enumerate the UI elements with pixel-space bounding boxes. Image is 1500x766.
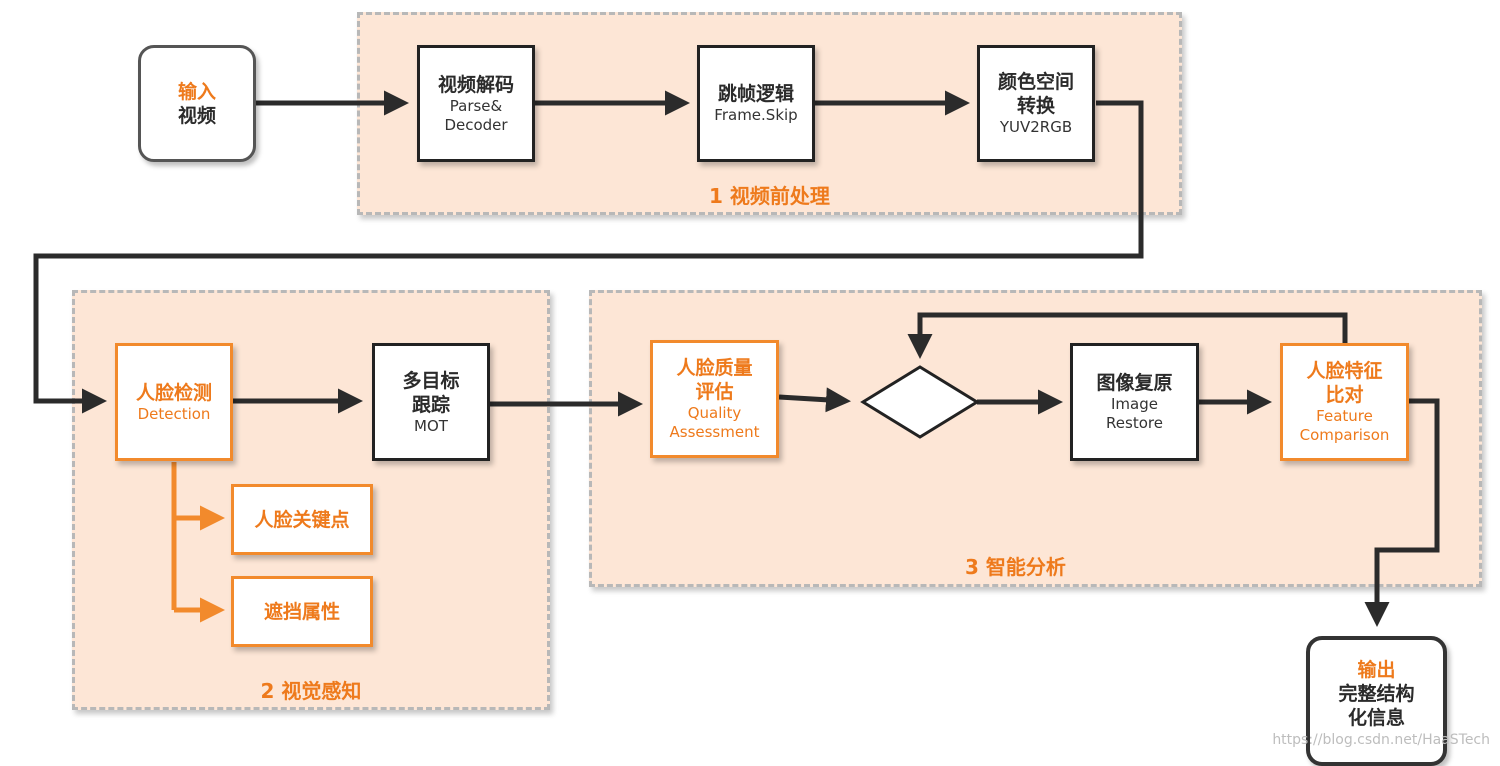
feature-label-cn2: 比对 bbox=[1325, 384, 1364, 406]
mot-label-cn2: 跟踪 bbox=[411, 393, 450, 416]
mot-label-cn1: 多目标 bbox=[402, 369, 460, 392]
color-label-cn1: 颜色空间 bbox=[997, 71, 1074, 93]
group-label-analysis: 3 智能分析 bbox=[965, 555, 1066, 579]
node-decision[interactable] bbox=[860, 364, 980, 440]
arrow-color-to-detection bbox=[33, 100, 1144, 414]
color-label-en: YUV2RGB bbox=[999, 118, 1073, 136]
node-mot-tracking[interactable]: 多目标 跟踪 MOT bbox=[372, 343, 490, 461]
node-output-info[interactable]: 输出 完整结构 化信息 bbox=[1306, 636, 1447, 766]
feature-label-cn1: 人脸特征 bbox=[1306, 360, 1383, 382]
decode-label-en2: Decoder bbox=[444, 115, 508, 134]
output-label-line3: 化信息 bbox=[1347, 707, 1405, 729]
landmark-label: 人脸关键点 bbox=[254, 508, 350, 531]
restore-label-cn: 图像复原 bbox=[1096, 372, 1173, 394]
quality-label-en2: Assessment bbox=[669, 423, 760, 441]
arrow-feature-loop-back bbox=[907, 312, 1348, 359]
decode-label-cn: 视频解码 bbox=[437, 73, 514, 96]
node-quality-assessment[interactable]: 人脸质量 评估 Quality Assessment bbox=[650, 340, 779, 458]
input-label-secondary: 视频 bbox=[177, 104, 216, 127]
color-label-cn2: 转换 bbox=[1016, 95, 1055, 117]
node-image-restore[interactable]: 图像复原 Image Restore bbox=[1070, 343, 1199, 461]
detection-label-cn: 人脸检测 bbox=[135, 381, 212, 404]
quality-label-en1: Quality bbox=[687, 404, 742, 422]
group-label-perception: 2 视觉感知 bbox=[260, 679, 362, 703]
restore-label-en1: Image bbox=[1111, 395, 1158, 413]
restore-label-en2: Restore bbox=[1106, 414, 1163, 432]
node-frame-skip[interactable]: 跳帧逻辑 Frame.Skip bbox=[697, 45, 815, 162]
decode-label-en1: Parse& bbox=[449, 96, 503, 115]
feature-label-en2: Comparison bbox=[1299, 426, 1390, 444]
watermark-text: https://blog.csdn.net/HaaSTech bbox=[1272, 732, 1490, 748]
arrow-feature-to-output bbox=[1364, 398, 1440, 627]
node-input-video[interactable]: 输入 视频 bbox=[138, 45, 256, 162]
mot-label-en: MOT bbox=[414, 416, 448, 435]
node-face-landmark[interactable]: 人脸关键点 bbox=[231, 484, 373, 555]
frameskip-label-en: Frame.Skip bbox=[714, 106, 798, 124]
output-label-line2: 完整结构 bbox=[1338, 683, 1415, 705]
group-label-preprocess: 1 视频前处理 bbox=[709, 184, 830, 208]
node-feature-comparison[interactable]: 人脸特征 比对 Feature Comparison bbox=[1280, 343, 1409, 461]
quality-label-cn2: 评估 bbox=[695, 381, 734, 403]
node-video-decode[interactable]: 视频解码 Parse& Decoder bbox=[417, 45, 535, 162]
node-color-convert[interactable]: 颜色空间 转换 YUV2RGB bbox=[977, 45, 1095, 162]
arrow-quality-to-decision bbox=[778, 387, 851, 413]
feature-label-en1: Feature bbox=[1316, 407, 1373, 425]
node-face-detection[interactable]: 人脸检测 Detection bbox=[115, 343, 233, 461]
output-label-primary: 输出 bbox=[1357, 659, 1396, 681]
occlusion-label: 遮挡属性 bbox=[263, 600, 340, 623]
input-label-primary: 输入 bbox=[177, 80, 216, 103]
quality-label-cn1: 人脸质量 bbox=[676, 357, 753, 379]
detection-label-en: Detection bbox=[137, 404, 211, 423]
frameskip-label-cn: 跳帧逻辑 bbox=[717, 83, 794, 105]
node-occlusion-attr[interactable]: 遮挡属性 bbox=[231, 576, 373, 647]
